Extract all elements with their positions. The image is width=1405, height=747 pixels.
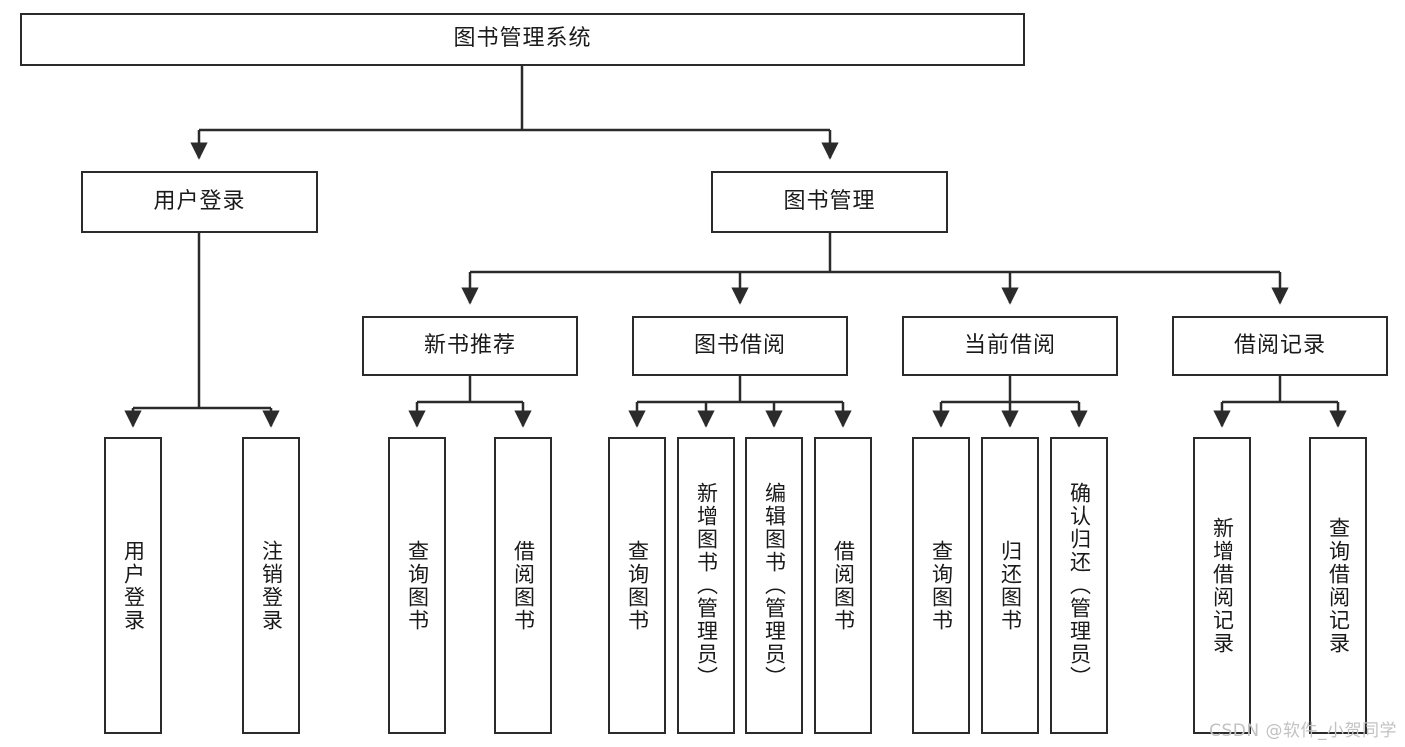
leaf-borrow-book-label: 借阅图书 [831,539,856,632]
node-borrow-records[interactable]: 借阅记录 [1172,316,1388,376]
node-book-management[interactable]: 图书管理 [711,171,948,233]
leaf-user-login[interactable]: 用户登录 [104,437,162,734]
leaf-add-borrow-record-label: 新增借阅记录 [1210,516,1235,655]
leaf-confirm-return-admin[interactable]: 确认归还（管理员） [1050,437,1108,734]
leaf-borrow-book-newbook[interactable]: 借阅图书 [494,437,552,734]
leaf-add-borrow-record[interactable]: 新增借阅记录 [1193,437,1251,734]
leaf-query-book-current-label: 查询图书 [929,539,954,632]
leaf-return-book[interactable]: 归还图书 [981,437,1039,734]
leaf-edit-book-admin-label: 编辑图书（管理员） [762,482,787,689]
node-book-borrow[interactable]: 图书借阅 [632,316,848,376]
leaf-edit-book-admin[interactable]: 编辑图书（管理员） [745,437,803,734]
node-root[interactable]: 图书管理系统 [20,13,1025,66]
leaf-query-book-newbook[interactable]: 查询图书 [388,437,446,734]
leaf-borrow-book[interactable]: 借阅图书 [814,437,872,734]
leaf-query-book-current[interactable]: 查询图书 [912,437,970,734]
node-user-login-label: 用户登录 [153,188,246,214]
node-book-management-label: 图书管理 [783,188,876,214]
node-new-book-recommend-label: 新书推荐 [423,332,516,358]
leaf-borrow-book-newbook-label: 借阅图书 [511,539,536,632]
watermark: CSDN @软件_小贺同学 [1209,721,1397,741]
leaf-query-book-newbook-label: 查询图书 [405,539,430,632]
leaf-add-book-admin-label: 新增图书（管理员） [694,482,719,689]
node-user-login[interactable]: 用户登录 [81,171,318,233]
node-current-borrow[interactable]: 当前借阅 [902,316,1118,376]
leaf-confirm-return-admin-label: 确认归还（管理员） [1067,482,1092,689]
leaf-query-book-borrow-label: 查询图书 [625,539,650,632]
leaf-logout[interactable]: 注销登录 [242,437,300,734]
leaf-query-borrow-record[interactable]: 查询借阅记录 [1309,437,1367,734]
node-new-book-recommend[interactable]: 新书推荐 [362,316,578,376]
node-book-borrow-label: 图书借阅 [693,332,786,358]
node-root-label: 图书管理系统 [453,26,592,52]
leaf-user-login-label: 用户登录 [121,539,146,632]
leaf-query-book-borrow[interactable]: 查询图书 [608,437,666,734]
node-borrow-records-label: 借阅记录 [1233,332,1326,358]
leaf-return-book-label: 归还图书 [998,539,1023,632]
leaf-logout-label: 注销登录 [259,539,284,632]
node-current-borrow-label: 当前借阅 [963,332,1056,358]
leaf-add-book-admin[interactable]: 新增图书（管理员） [677,437,735,734]
leaf-query-borrow-record-label: 查询借阅记录 [1326,516,1351,655]
